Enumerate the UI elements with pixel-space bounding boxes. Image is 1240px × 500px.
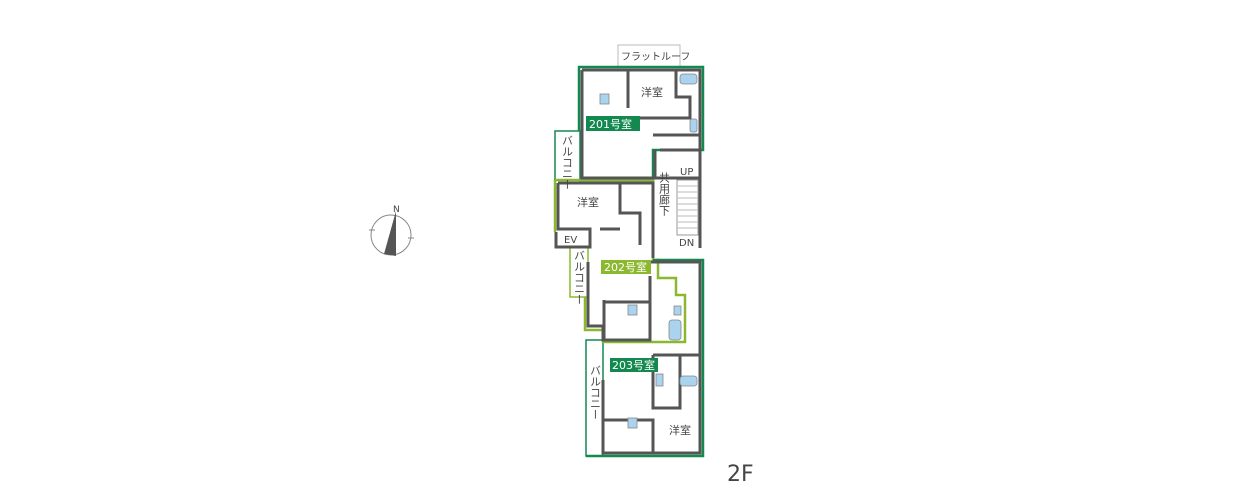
balcony-label: バルコニー [561, 135, 574, 190]
unit-202-label: 202号室 [604, 260, 647, 274]
unit-201-badge [586, 116, 640, 131]
bathtub-icon [668, 319, 682, 341]
unit-202-badge [601, 260, 651, 274]
sink-icon [627, 304, 638, 316]
bathtub-icon [679, 73, 698, 85]
sink-icon [627, 417, 638, 429]
floor-label: 2F [727, 462, 754, 487]
sink-icon [673, 305, 682, 316]
unit-203-label: 203号室 [612, 358, 655, 372]
walls [554, 68, 702, 455]
flat-roof-label: フラットルーフ [621, 51, 690, 63]
stairs [676, 179, 699, 236]
sink-icon [655, 373, 664, 387]
corridor-label: 共用廊下 [658, 172, 671, 217]
bathtub-icon [679, 375, 698, 387]
unit-201-label: 201号室 [589, 117, 632, 131]
balcony-label: バルコニー [589, 365, 602, 420]
room-label: 洋室 [641, 85, 663, 99]
stairs-up-label: UP [680, 167, 693, 178]
room-label: 洋室 [577, 195, 599, 209]
balcony-label: バルコニー [573, 250, 586, 305]
sink-icon [689, 118, 698, 133]
unit-203-outline [586, 258, 705, 458]
stairs-down-label: DN [679, 238, 694, 249]
unit-203-badge [610, 358, 658, 372]
sink-icon [599, 93, 610, 105]
compass-north-label: N [393, 205, 400, 215]
compass-icon: N [369, 205, 414, 256]
room-label: 洋室 [669, 423, 691, 437]
elevator-label: EV [564, 235, 577, 246]
